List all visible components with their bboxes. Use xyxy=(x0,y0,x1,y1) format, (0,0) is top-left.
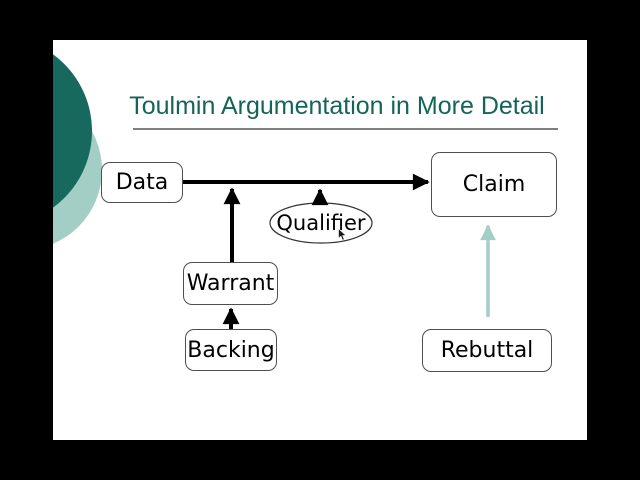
slide-title: Toulmin Argumentation in More Detail xyxy=(129,92,545,120)
mouse-cursor-icon xyxy=(338,228,347,241)
node-data-label: Data xyxy=(115,170,169,195)
diagram-arrow-layer xyxy=(183,173,496,329)
node-data: Data xyxy=(101,162,183,203)
node-qualifier: Qualifier xyxy=(270,203,372,243)
presentation-slide: Toulmin Argumentation in More Detail Dat… xyxy=(53,40,587,440)
node-warrant: Warrant xyxy=(183,262,278,305)
node-rebuttal-label: Rebuttal xyxy=(440,338,534,363)
node-backing-label: Backing xyxy=(187,337,275,363)
node-warrant-label: Warrant xyxy=(186,271,275,296)
node-claim-label: Claim xyxy=(462,172,526,197)
node-qualifier-label: Qualifier xyxy=(276,211,366,235)
title-underline xyxy=(133,128,558,130)
node-claim: Claim xyxy=(431,152,557,217)
node-backing: Backing xyxy=(185,329,277,371)
node-rebuttal: Rebuttal xyxy=(422,329,552,372)
